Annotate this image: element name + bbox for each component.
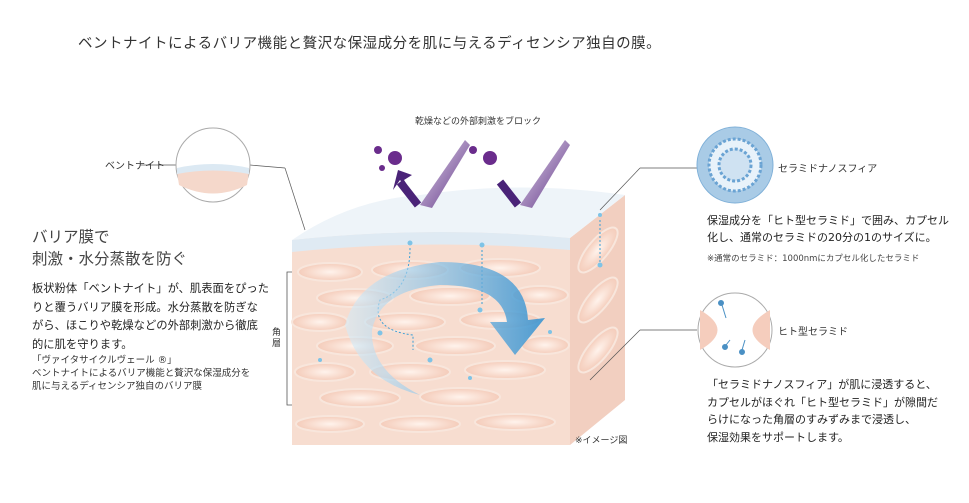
stratum-bracket (286, 271, 292, 406)
circular-arrow (345, 262, 545, 395)
text-line: 「ヴァイタサイクルヴェール ®」 (32, 355, 177, 366)
text-line: 保湿成分を「ヒト型セラミド」で囲み、カプセル (707, 214, 949, 227)
headline-line: バリア膜で (32, 228, 110, 246)
text-line: カプセルがほぐれ「ヒト型セラミド」が隙間だ (707, 395, 938, 409)
text-line: らけになった角層のすみずみまで浸透し、 (707, 413, 916, 426)
text-line: 板状粉体「ベントナイト」が、肌表面をぴった (32, 282, 270, 295)
ceramide-nanosphere-label: セラミドナノスフィア (778, 164, 878, 175)
human-ceramide-label: ヒト型セラミド (778, 327, 848, 338)
ceramide-nanosphere (696, 126, 774, 204)
text-line: ベントナイトによるバリア機能と贅沢な保湿成分を (32, 368, 251, 379)
image-note: ※イメージ図 (575, 436, 628, 446)
ceramide-note: ※通常のセラミド：1000nmにカプセル化したセラミド (707, 254, 920, 264)
text-line: 「セラミドナノスフィア」が肌に浸透すると、 (707, 378, 937, 391)
text-line: 的に肌を守ります。 (32, 337, 133, 351)
ceramide-nanosphere-description: 保湿成分を「ヒト型セラミド」で囲み、カプセル 化し、通常のセラミドの20分の1の… (707, 212, 949, 246)
stratum-label: 角層 (272, 328, 282, 349)
barrier-description: 板状粉体「ベントナイト」が、肌表面をぴった りと覆うバリア膜を形成。水分蒸散を防… (32, 280, 269, 354)
bentonite-magnified (175, 127, 251, 203)
skin-block (291, 187, 625, 445)
block-label: 乾燥などの外部刺激をブロック (415, 117, 542, 127)
text-line: がら、ほこりや乾燥などの外部刺激から徹底 (32, 319, 258, 332)
text-line: りと覆うバリア膜を形成。水分蒸散を防ぎな (32, 300, 258, 314)
text-line: 保湿効果をサポートします。 (707, 430, 849, 444)
headline: バリア膜で 刺激・水分蒸散を防ぐ (32, 226, 187, 270)
text-line: 肌に与えるディセンシア独自のバリア膜 (32, 381, 203, 392)
veil-note: 「ヴァイタサイクルヴェール ®」 ベントナイトによるバリア機能と贅沢な保湿成分を… (32, 354, 250, 393)
headline-line: 刺激・水分蒸散を防ぐ (32, 250, 188, 268)
blocked-stimulus-arrows (374, 140, 570, 208)
page-title: ベントナイトによるバリア機能と贅沢な保湿成分を肌に与えるディセンシア独自の膜。 (78, 36, 662, 52)
text-line: 化し、通常のセラミドの20分の1のサイズに。 (707, 231, 937, 244)
human-ceramide-magnified (697, 292, 773, 368)
bentonite-label: ベントナイト (105, 161, 165, 172)
human-ceramide-description: 「セラミドナノスフィア」が肌に浸透すると、 カプセルがほぐれ「ヒト型セラミド」が… (707, 376, 938, 446)
